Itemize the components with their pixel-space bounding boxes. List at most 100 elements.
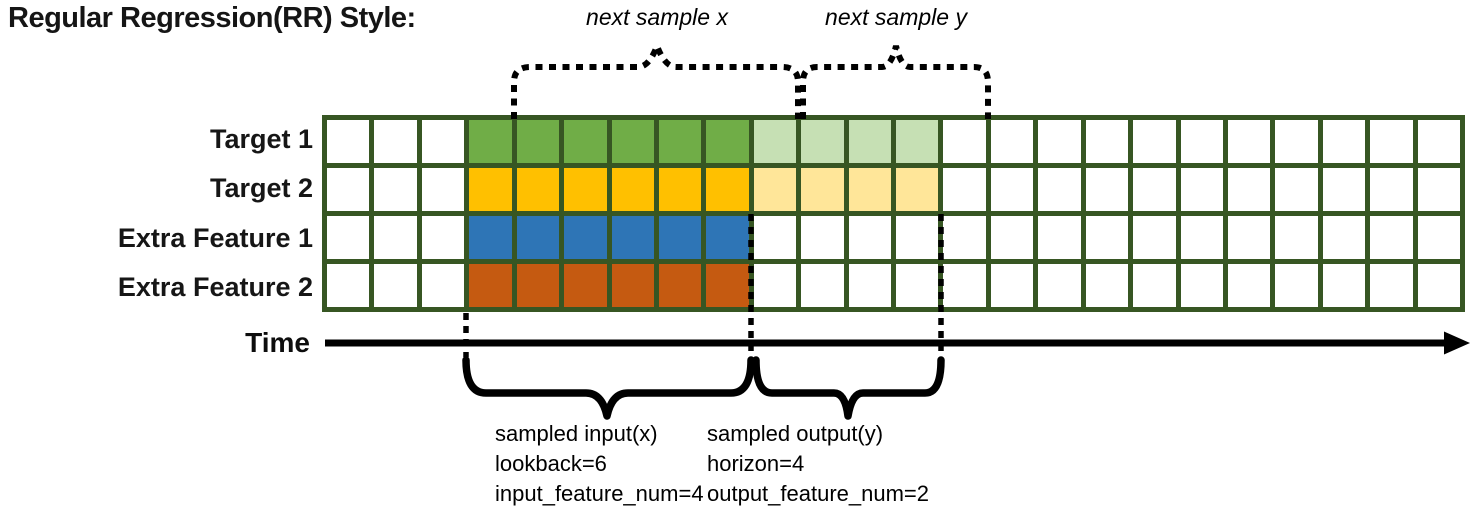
grid-cell-input bbox=[706, 168, 749, 211]
grid-cell-empty bbox=[990, 216, 1034, 259]
grid-cell-output bbox=[848, 120, 891, 163]
grid-cell-input bbox=[611, 264, 654, 307]
next-sample-y-brace bbox=[800, 45, 991, 119]
grid-cell-input bbox=[469, 264, 512, 307]
grid-cell-empty bbox=[1370, 264, 1413, 307]
grid-cell-empty bbox=[801, 264, 844, 307]
grid-cell-empty bbox=[1133, 120, 1176, 163]
grid-cell-empty bbox=[1322, 168, 1366, 211]
row-label-extra-feature-3: Extra Feature 1 bbox=[117, 222, 313, 253]
grid-cell-empty bbox=[1227, 168, 1271, 211]
grid-cell-empty bbox=[753, 264, 797, 307]
grid-cell-empty bbox=[1133, 168, 1176, 211]
output-feature-num-value: output_feature_num=2 bbox=[707, 481, 930, 506]
grid-cell-empty bbox=[1085, 264, 1129, 307]
grid-cell-input bbox=[516, 168, 560, 211]
row-labels: Target 1 Target 2 Extra Feature 1 Extra Fea… bbox=[0, 115, 313, 312]
grid-cell-empty bbox=[1133, 264, 1176, 307]
grid-cell-empty bbox=[990, 168, 1034, 211]
grid-cell-output bbox=[896, 168, 939, 211]
grid-cell-output bbox=[753, 120, 797, 163]
grid-cell-input bbox=[658, 120, 702, 163]
grid-cell-empty bbox=[896, 216, 939, 259]
grid-cell-input bbox=[564, 216, 607, 259]
grid-cell-output bbox=[753, 168, 797, 211]
grid-cell-empty bbox=[421, 120, 465, 163]
grid-cell-empty bbox=[1180, 168, 1223, 211]
grid-cell-empty bbox=[1133, 216, 1176, 259]
grid-cell-empty bbox=[943, 264, 986, 307]
row-label-extra-feature-4: Extra Feature 2 bbox=[117, 271, 313, 302]
grid-cell-empty bbox=[421, 216, 465, 259]
grid-cell-empty bbox=[421, 168, 465, 211]
grid-cell-empty bbox=[943, 168, 986, 211]
grid-cell-output bbox=[896, 120, 939, 163]
grid-cell-empty bbox=[990, 120, 1034, 163]
sampled-output-title: sampled output(y) bbox=[707, 421, 884, 446]
grid-cell-empty bbox=[943, 216, 986, 259]
grid-cell-empty bbox=[327, 264, 370, 307]
next-sample-x-label: next sample x bbox=[586, 4, 728, 30]
grid-cell-empty bbox=[1227, 216, 1271, 259]
grid-cell-empty bbox=[1417, 216, 1460, 259]
grid-cell-empty bbox=[1370, 120, 1413, 163]
grid-cell-input bbox=[469, 168, 512, 211]
grid-cell-empty bbox=[896, 264, 939, 307]
grid-cell-empty bbox=[1085, 120, 1129, 163]
grid-cell-input bbox=[611, 216, 654, 259]
grid-cell-empty bbox=[1370, 168, 1413, 211]
row-label-target-1: Target 1 bbox=[209, 124, 313, 155]
timeseries-grid bbox=[322, 115, 1465, 312]
grid-cell-input bbox=[611, 168, 654, 211]
row-label-target-2: Target 2 bbox=[209, 173, 313, 204]
grid-cell-empty bbox=[1275, 216, 1318, 259]
grid-cell-input bbox=[611, 120, 654, 163]
grid-cell-empty bbox=[1322, 120, 1366, 163]
sampled-input-title: sampled input(x) bbox=[495, 421, 658, 446]
diagram-title: Regular Regression(RR) Style: bbox=[8, 2, 416, 34]
grid-cell-empty bbox=[1038, 120, 1081, 163]
grid-cell-empty bbox=[1180, 216, 1223, 259]
grid-cell-empty bbox=[327, 120, 370, 163]
grid-cell-output bbox=[801, 120, 844, 163]
grid-cell-empty bbox=[1227, 264, 1271, 307]
grid-cell-empty bbox=[374, 168, 417, 211]
grid-cell-input bbox=[564, 120, 607, 163]
grid-cell-empty bbox=[374, 120, 417, 163]
grid-cell-empty bbox=[1038, 168, 1081, 211]
grid-cell-empty bbox=[1180, 120, 1223, 163]
grid-cell-input bbox=[469, 216, 512, 259]
next-sample-x-brace bbox=[511, 37, 801, 119]
grid-cell-output bbox=[801, 168, 844, 211]
grid-cell-empty bbox=[1370, 216, 1413, 259]
grid-cell-empty bbox=[848, 264, 891, 307]
grid-cell-input bbox=[706, 216, 749, 259]
grid-cell-input bbox=[658, 216, 702, 259]
grid-cell-empty bbox=[1275, 168, 1318, 211]
grid-cell-empty bbox=[421, 264, 465, 307]
lookback-value: lookback=6 bbox=[495, 451, 607, 476]
sampled-output-annotation: sampled output(y) horizon=4 output_featu… bbox=[707, 419, 929, 509]
grid-cell-input bbox=[564, 264, 607, 307]
next-sample-y-label: next sample y bbox=[825, 4, 967, 30]
grid-cell-input bbox=[706, 264, 749, 307]
time-axis-arrow bbox=[325, 331, 1470, 355]
sampled-output-brace bbox=[752, 356, 945, 420]
grid-cell-empty bbox=[327, 216, 370, 259]
grid-cell-input bbox=[658, 168, 702, 211]
grid-cell-empty bbox=[943, 120, 986, 163]
time-axis-label: Time bbox=[245, 327, 310, 358]
grid-cell-empty bbox=[1417, 120, 1460, 163]
grid-cell-input bbox=[658, 264, 702, 307]
grid-cell-empty bbox=[1275, 264, 1318, 307]
grid-cell-input bbox=[706, 120, 749, 163]
grid-cell-empty bbox=[1180, 264, 1223, 307]
grid-cell-empty bbox=[990, 264, 1034, 307]
grid-cell-input bbox=[516, 120, 560, 163]
grid-cell-empty bbox=[327, 168, 370, 211]
grid-cell-empty bbox=[1227, 120, 1271, 163]
grid-cell-empty bbox=[1275, 120, 1318, 163]
grid-cell-empty bbox=[1417, 264, 1460, 307]
grid-cell-input bbox=[516, 264, 560, 307]
horizon-value: horizon=4 bbox=[707, 451, 805, 476]
